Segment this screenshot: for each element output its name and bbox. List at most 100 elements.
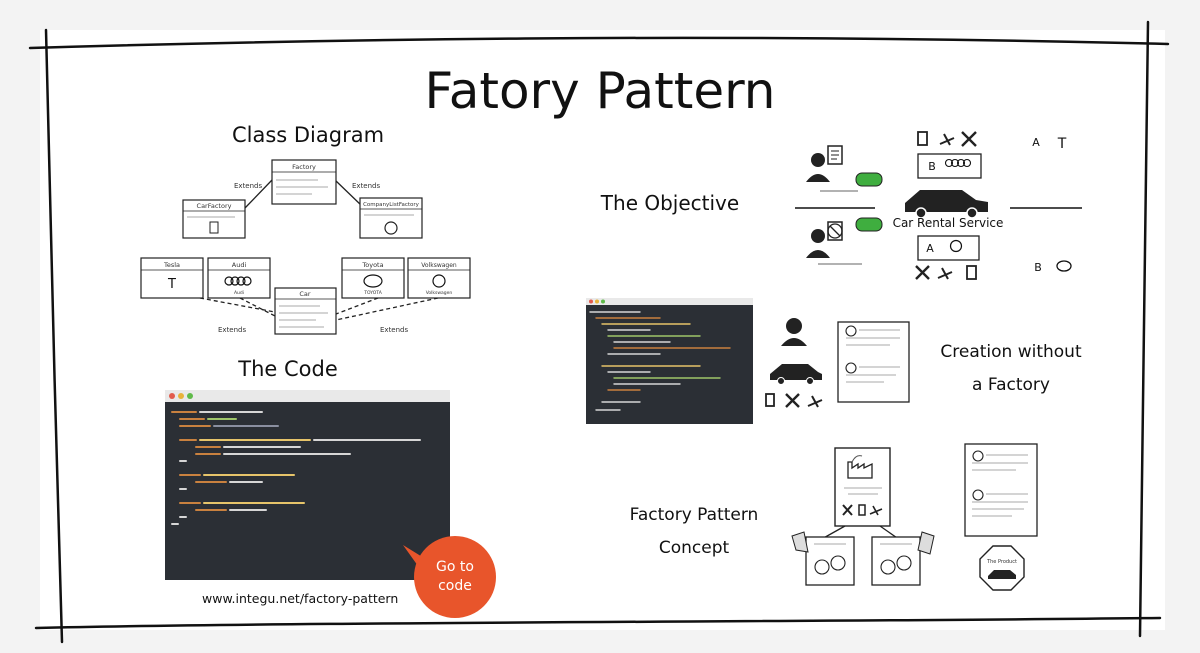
product-name-audi: Audi xyxy=(232,261,247,269)
car-class-box: Car xyxy=(274,287,337,335)
product-octagon: The Product xyxy=(979,545,1025,591)
broom-icon-4 xyxy=(869,505,883,516)
car-factory-card xyxy=(791,531,855,586)
fuel-icon xyxy=(917,131,928,146)
customer-with-contract xyxy=(806,145,883,192)
creation-section: Creation without a Factory xyxy=(586,298,1082,424)
tesla-logo-icon: T xyxy=(167,277,176,292)
factory-class-box: Factory xyxy=(271,159,337,205)
car-class-name: Car xyxy=(299,290,311,298)
company-list-factory-flag-icon xyxy=(917,531,935,555)
product-name-tesla: Tesla xyxy=(163,261,180,269)
page-title: Fatory Pattern xyxy=(425,62,776,120)
go-to-code-label-line1: Go to xyxy=(436,559,474,575)
code-section: The Code xyxy=(165,357,496,618)
code-window-body xyxy=(165,390,450,580)
audi-logo-icon-2 xyxy=(944,158,972,168)
diagram-connectors xyxy=(199,179,439,321)
person-icon-2 xyxy=(811,229,825,243)
b-letter-icon-2: B xyxy=(1034,261,1042,274)
concept-heading-line1: Factory Pattern xyxy=(630,505,759,525)
car-rental-service-label: Car Rental Service xyxy=(893,216,1004,230)
fuel-icon-4 xyxy=(858,504,866,516)
tools-icon xyxy=(961,131,977,147)
car-factory-flag-icon xyxy=(791,531,809,553)
code-url-link[interactable]: www.integu.net/factory-pattern xyxy=(202,591,398,606)
go-to-code-button[interactable]: Go to code xyxy=(403,536,496,618)
concept-heading-line2: Concept xyxy=(659,538,730,558)
customer-icon xyxy=(781,318,807,346)
factory-building-icon xyxy=(847,455,873,479)
broom-icon-2 xyxy=(937,267,953,280)
window-minimize-icon xyxy=(178,393,184,399)
service-tools-middle xyxy=(765,393,823,408)
speech-badge-icon-2 xyxy=(855,217,883,232)
code-lines xyxy=(171,411,421,525)
concept-notes-card xyxy=(964,443,1038,537)
tools-icon-2 xyxy=(915,265,930,280)
service-tools-bottom xyxy=(915,265,977,280)
product-toyota-box: Toyota TOYOTA xyxy=(341,257,405,299)
product-tesla-box: Tesla T xyxy=(140,257,204,299)
toyota-logo-text: TOYOTA xyxy=(363,290,382,296)
speech-badge-icon xyxy=(855,172,883,187)
board-frame xyxy=(28,20,1170,644)
creation-notes-card xyxy=(837,321,910,403)
company-list-factory-class-name: CompanyListFactory xyxy=(363,202,420,208)
code-heading: The Code xyxy=(237,357,338,381)
a-letter-icon-2: A xyxy=(926,242,934,255)
tools-icon-4 xyxy=(842,504,853,516)
car-icon xyxy=(770,364,822,385)
toyota-logo-icon xyxy=(363,274,383,288)
product-name-volkswagen: Volkswagen xyxy=(421,262,457,269)
concept-section: Factory Pattern Concept xyxy=(630,443,1038,591)
class-diagram-heading: Class Diagram xyxy=(232,123,384,147)
extends-label-bottom-right: Extends xyxy=(380,326,408,334)
creation-code-window xyxy=(586,298,753,424)
extends-label-bottom-left: Extends xyxy=(218,326,246,334)
volkswagen-logo-icon-2 xyxy=(949,239,963,253)
class-diagram: Class Diagram Extends Extends Extends Ex… xyxy=(140,123,471,335)
company-logo-icon xyxy=(384,221,398,235)
product-car-icon xyxy=(988,570,1016,579)
code-window xyxy=(165,390,450,580)
factory-card xyxy=(834,447,891,527)
frame-bottom xyxy=(34,616,1162,630)
go-to-code-circle[interactable] xyxy=(414,536,496,618)
audi-logo-icon xyxy=(224,276,252,286)
volkswagen-logo-icon xyxy=(432,274,446,288)
car-factory-class-box: CarFactory xyxy=(182,199,246,239)
company-list-factory-class-box: CompanyListFactory xyxy=(359,197,423,239)
window-close-icon xyxy=(169,393,175,399)
product-volkswagen-box: Volkswagen Volkswagen xyxy=(407,257,471,299)
toyota-logo-icon-2 xyxy=(1056,260,1072,272)
person-icon xyxy=(811,153,825,167)
window-maximize-icon xyxy=(187,393,193,399)
fuel-icon-3 xyxy=(765,393,775,407)
objective-heading: The Objective xyxy=(600,191,739,215)
audi-logo-text: Audi xyxy=(234,290,244,296)
creation-heading-line2: a Factory xyxy=(972,375,1050,395)
frame-top xyxy=(28,36,1170,50)
go-to-code-label-line2: code xyxy=(438,578,472,594)
product-audi-box: Audi Audi xyxy=(207,257,271,299)
product-octagon-label: The Product xyxy=(986,559,1017,565)
creation-heading-line1: Creation without xyxy=(940,342,1082,362)
tesla-logo-icon-2: T xyxy=(1057,136,1067,152)
rental-car-icon xyxy=(905,190,988,219)
fuel-icon-2 xyxy=(966,265,977,280)
volkswagen-badge-bottom: A xyxy=(917,235,980,261)
fuel-pump-icon xyxy=(209,221,219,234)
audi-badge-top: B xyxy=(917,153,982,179)
service-tools-top xyxy=(917,131,977,147)
broom-icon-3 xyxy=(807,395,823,408)
car-factory-class-name: CarFactory xyxy=(197,202,232,210)
product-name-toyota: Toyota xyxy=(361,261,383,269)
code-window-titlebar xyxy=(165,390,450,402)
extends-label-left: Extends xyxy=(234,182,262,190)
frame-right xyxy=(1138,20,1150,638)
factory-class-name: Factory xyxy=(292,163,316,171)
frame-left xyxy=(44,28,64,644)
